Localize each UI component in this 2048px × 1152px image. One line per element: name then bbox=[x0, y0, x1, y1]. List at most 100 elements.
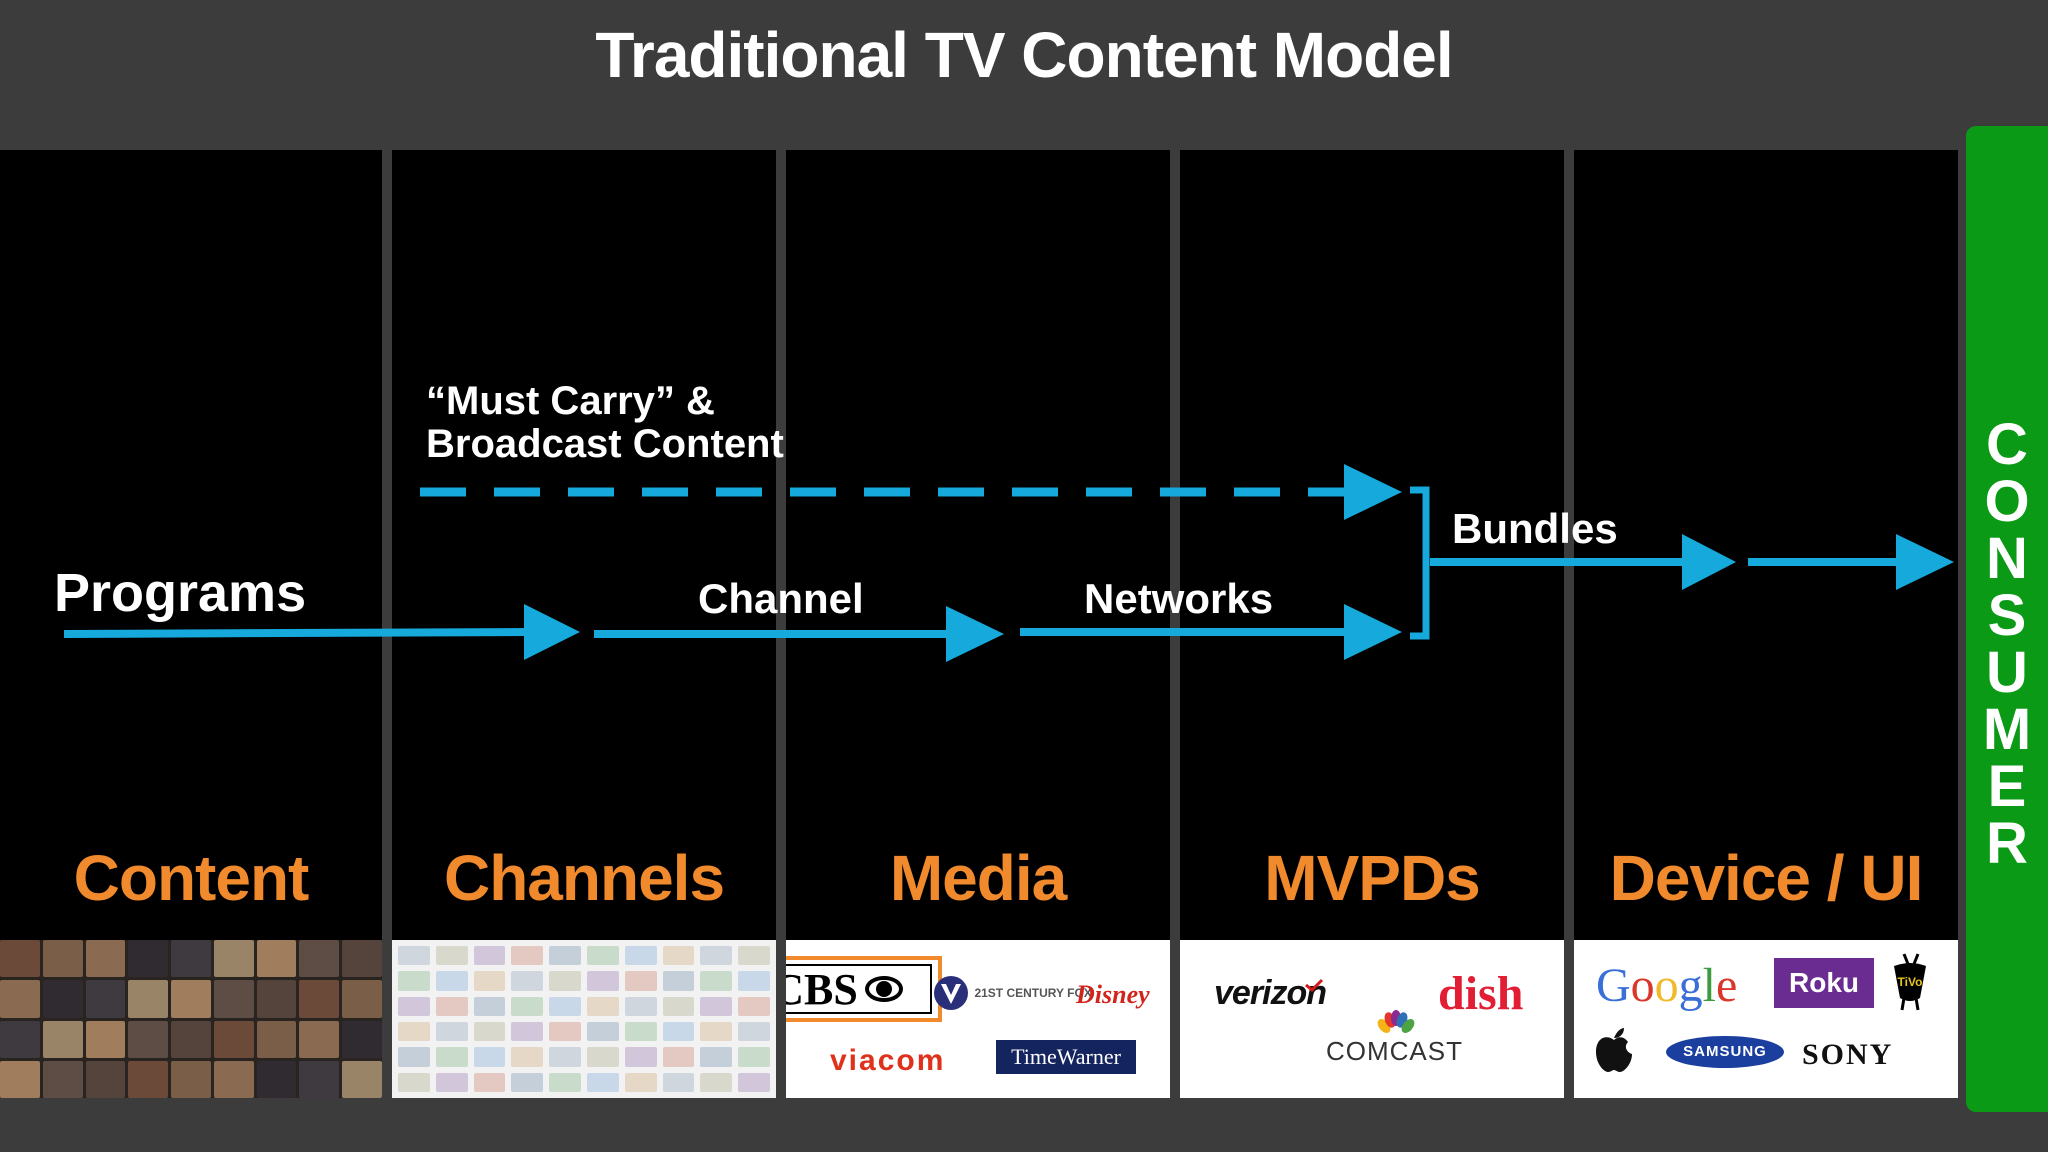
channel-logo-tile bbox=[624, 1072, 657, 1092]
consumer-letter: U bbox=[1986, 640, 2028, 705]
consumer-letter: O bbox=[1984, 469, 2030, 534]
timewarner-logo: TimeWarner bbox=[996, 1040, 1136, 1074]
svg-text:TiVo: TiVo bbox=[1898, 975, 1923, 989]
nbc-peacock-icon bbox=[1377, 1010, 1415, 1033]
program-thumbnail bbox=[299, 1020, 340, 1058]
program-thumbnail bbox=[85, 1020, 126, 1058]
channel-label: Channel bbox=[698, 575, 864, 622]
media-logos: CBS 21ST CENTURY FOX Disney viacom TimeW… bbox=[786, 940, 1170, 1098]
channel-logo-tile bbox=[662, 996, 695, 1016]
channel-logo-tile bbox=[511, 1072, 544, 1092]
channel-logo-tile bbox=[586, 996, 619, 1016]
channel-logo-tile bbox=[435, 946, 468, 966]
program-thumbnail bbox=[171, 1060, 211, 1098]
viacom-logo: viacom bbox=[830, 1044, 946, 1077]
verizon-logo: verizon bbox=[1214, 974, 1327, 1012]
tivo-logo: TiVo bbox=[1890, 952, 1930, 1017]
program-thumbnail bbox=[0, 940, 40, 978]
column-device-ui: Device / UI bbox=[1574, 150, 1958, 940]
must-carry-label-line1: “Must Carry” & bbox=[426, 379, 715, 423]
apple-logo bbox=[1592, 1024, 1636, 1079]
program-thumbnail bbox=[213, 980, 254, 1018]
channel-logo-tile bbox=[586, 1072, 619, 1092]
dish-logo: dish bbox=[1438, 967, 1524, 1020]
column-label-mvpds: MVPDs bbox=[1264, 842, 1481, 914]
apple-icon bbox=[1596, 1028, 1632, 1072]
program-thumbnail bbox=[256, 980, 297, 1018]
channel-logo-tile bbox=[738, 946, 770, 966]
channel-logo-tile bbox=[700, 1072, 733, 1092]
program-thumbnail bbox=[342, 980, 382, 1018]
channel-logo-tile bbox=[586, 1022, 619, 1042]
channel-logo-tile bbox=[473, 1072, 506, 1092]
channel-logo-tile bbox=[549, 946, 581, 966]
channel-logo-tile bbox=[700, 971, 733, 991]
channel-logo-tile bbox=[624, 996, 657, 1016]
tivo-mascot-icon: TiVo bbox=[1894, 953, 1926, 1011]
channel-logo-tile bbox=[624, 1047, 657, 1067]
program-thumbnail bbox=[299, 940, 340, 978]
program-thumbnail bbox=[42, 980, 83, 1018]
program-thumbnail bbox=[171, 980, 211, 1018]
channel-logo-tile bbox=[435, 1047, 468, 1067]
channel-logo-tile bbox=[473, 996, 506, 1016]
channel-logo-tile bbox=[549, 1047, 581, 1067]
channel-logo-tile bbox=[586, 946, 619, 966]
networks-label: Networks bbox=[1084, 575, 1274, 622]
consumer-letter: R bbox=[1986, 811, 2028, 876]
channel-logo-tile bbox=[398, 971, 430, 991]
programs-label: Programs bbox=[54, 563, 307, 623]
fox-logo: 21ST CENTURY FOX bbox=[932, 974, 1092, 1012]
program-thumbnail bbox=[128, 1060, 169, 1098]
fox-emblem-icon bbox=[934, 976, 968, 1010]
channel-logo-tile bbox=[473, 946, 506, 966]
column-label-device-ui: Device / UI bbox=[1609, 842, 1924, 914]
sony-logo: SONY bbox=[1802, 1038, 1894, 1071]
content-photo-collage bbox=[0, 940, 382, 1098]
channel-logo-tile bbox=[549, 1022, 581, 1042]
verizon-check-icon bbox=[1305, 978, 1324, 992]
channel-logo-tile bbox=[700, 1022, 733, 1042]
comcast-logo: COMCAST bbox=[1326, 1036, 1463, 1066]
consumer-letter: C bbox=[1986, 412, 2028, 477]
consumer-letter: E bbox=[1987, 754, 2027, 819]
program-thumbnail bbox=[85, 940, 126, 978]
must-carry-label: “Must Carry” & Broadcast Content bbox=[426, 379, 784, 467]
channel-logo-tile bbox=[549, 1072, 581, 1092]
channel-logo-tile bbox=[435, 971, 468, 991]
program-thumbnail bbox=[128, 980, 169, 1018]
program-thumbnail bbox=[213, 1020, 254, 1058]
channel-logo-tile bbox=[662, 1047, 695, 1067]
channel-logo-tile bbox=[662, 946, 695, 966]
channels-logo-collage bbox=[392, 940, 776, 1098]
channel-logo-tile bbox=[511, 1022, 544, 1042]
mvpd-logos: verizon dish COMCAST bbox=[1180, 940, 1564, 1098]
program-thumbnail bbox=[342, 1020, 382, 1058]
consumer-letter: M bbox=[1982, 697, 2032, 762]
program-thumbnail bbox=[171, 940, 211, 978]
column-mvpds: MVPDs bbox=[1180, 150, 1564, 940]
channel-logo-tile bbox=[435, 1072, 468, 1092]
channel-logo-tile bbox=[473, 971, 506, 991]
channel-logo-tile bbox=[398, 946, 430, 966]
must-carry-label-line2: Broadcast Content bbox=[426, 422, 784, 467]
channel-logo-tile bbox=[624, 1022, 657, 1042]
channel-logo-tile bbox=[624, 946, 657, 966]
channel-logo-tile bbox=[738, 1047, 770, 1067]
channel-logo-tile bbox=[700, 996, 733, 1016]
channel-logo-tile bbox=[435, 996, 468, 1016]
channel-logo-tile bbox=[700, 1047, 733, 1067]
program-thumbnail bbox=[299, 980, 340, 1018]
cbs-eye-icon bbox=[864, 976, 903, 1002]
channel-logo-tile bbox=[738, 996, 770, 1016]
program-thumbnail bbox=[0, 1020, 40, 1058]
program-thumbnail bbox=[42, 940, 83, 978]
column-label-media: Media bbox=[889, 842, 1067, 914]
google-logo: Google bbox=[1596, 959, 1738, 1012]
column-channels: Channels bbox=[392, 150, 776, 940]
channel-logo-tile bbox=[549, 971, 581, 991]
channel-logo-tile bbox=[738, 971, 770, 991]
channel-logo-tile bbox=[586, 1047, 619, 1067]
